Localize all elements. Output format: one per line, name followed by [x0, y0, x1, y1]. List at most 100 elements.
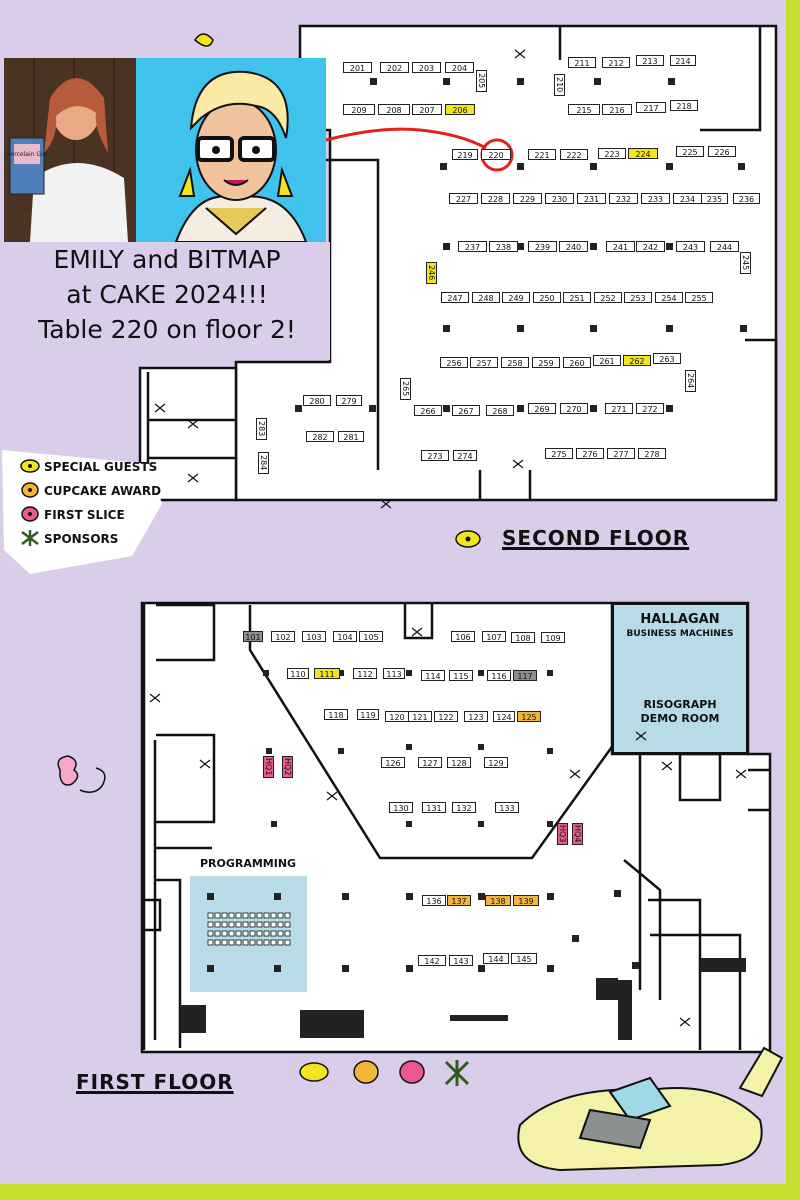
- booth-table-223: 223: [598, 148, 626, 159]
- booth-table-231: 231: [577, 193, 606, 204]
- booth-table-119: 119: [357, 709, 379, 720]
- accent-stripe-right: [786, 0, 800, 1200]
- booth-table-113: 113: [383, 668, 405, 679]
- booth-table-139: 139: [513, 895, 539, 906]
- booth-table-115: 115: [449, 670, 473, 681]
- booth-table-248: 248: [472, 292, 500, 303]
- booth-table-109: 109: [541, 632, 565, 643]
- booth-table-267: 267: [452, 405, 480, 416]
- booth-table-221: 221: [528, 149, 556, 160]
- booth-table-261: 261: [593, 355, 621, 366]
- booth-table-284: 284: [258, 452, 269, 474]
- booth-table-105: 105: [359, 631, 383, 642]
- booth-table-117: 117: [513, 670, 537, 681]
- booth-table-246: 246: [426, 262, 437, 284]
- booth-table-136: 136: [422, 895, 446, 906]
- booth-table-268: 268: [486, 405, 514, 416]
- booth-table-145: 145: [511, 953, 537, 964]
- booth-table-203: 203: [412, 62, 441, 73]
- booth-table-132: 132: [452, 802, 476, 813]
- booth-table-280: 280: [303, 395, 331, 406]
- booth-table-hq2: HQ2: [282, 756, 293, 778]
- booth-table-273: 273: [421, 450, 449, 461]
- booth-table-240: 240: [559, 241, 588, 252]
- booth-table-130: 130: [389, 802, 413, 813]
- booth-table-133: 133: [495, 802, 519, 813]
- booth-table-227: 227: [449, 193, 478, 204]
- booth-table-123: 123: [464, 711, 488, 722]
- booth-table-253: 253: [624, 292, 652, 303]
- room-label-hallagan: HALLAGAN: [640, 612, 720, 627]
- booth-table-260: 260: [563, 357, 591, 368]
- booth-table-126: 126: [381, 757, 405, 768]
- room-label-demo-room: DEMO ROOM: [640, 712, 720, 725]
- book-cover-title: Porcelain Girl: [7, 151, 47, 158]
- booth-table-143: 143: [449, 955, 473, 966]
- booth-table-234: 234: [673, 193, 702, 204]
- booth-table-209: 209: [343, 104, 375, 115]
- booth-table-277: 277: [607, 448, 635, 459]
- booth-table-265: 265: [400, 378, 411, 400]
- booth-table-210: 210: [554, 74, 565, 96]
- photo-emily: Porcelain Girl: [4, 58, 136, 242]
- legend-sponsors: SPONSORS: [44, 532, 119, 546]
- booth-table-102: 102: [271, 631, 295, 642]
- booth-table-235: 235: [701, 193, 728, 204]
- booth-table-220: 220: [481, 149, 511, 160]
- booth-table-233: 233: [641, 193, 670, 204]
- booth-table-247: 247: [441, 292, 469, 303]
- booth-table-125: 125: [517, 711, 541, 722]
- booth-table-106: 106: [451, 631, 475, 642]
- booth-table-226: 226: [708, 146, 736, 157]
- booth-table-108: 108: [511, 632, 535, 643]
- booth-table-282: 282: [306, 431, 334, 442]
- caption-line-2: at CAKE 2024!!!: [66, 280, 268, 309]
- booth-table-229: 229: [513, 193, 542, 204]
- booth-table-219: 219: [452, 149, 478, 160]
- booth-table-237: 237: [458, 241, 487, 252]
- booth-table-131: 131: [422, 802, 446, 813]
- booth-table-255: 255: [685, 292, 713, 303]
- booth-table-281: 281: [338, 431, 364, 442]
- booth-table-218: 218: [670, 100, 698, 111]
- room-label-business-machines: BUSINESS MACHINES: [626, 629, 734, 639]
- booth-table-271: 271: [605, 403, 633, 414]
- booth-table-251: 251: [563, 292, 591, 303]
- flower-icon-floor-two: [455, 530, 481, 548]
- booth-table-283: 283: [256, 418, 267, 440]
- booth-table-252: 252: [594, 292, 622, 303]
- booth-table-279: 279: [336, 395, 362, 406]
- floor-title-first: FIRST FLOOR: [76, 1070, 234, 1094]
- booth-table-128: 128: [447, 757, 471, 768]
- booth-table-216: 216: [602, 104, 632, 115]
- booth-table-104: 104: [333, 631, 357, 642]
- booth-table-278: 278: [638, 448, 666, 459]
- booth-table-107: 107: [482, 631, 506, 642]
- booth-table-110: 110: [287, 668, 309, 679]
- caption-line-3: Table 220 on floor 2!: [38, 315, 296, 344]
- booth-table-275: 275: [545, 448, 573, 459]
- room-label-risograph: RISOGRAPH: [643, 698, 717, 711]
- booth-table-249: 249: [502, 292, 530, 303]
- booth-table-121: 121: [408, 711, 432, 722]
- booth-table-263: 263: [653, 353, 681, 364]
- flower-icon-first-slice: [21, 506, 39, 522]
- booth-table-266: 266: [414, 405, 442, 416]
- booth-table-243: 243: [676, 241, 705, 252]
- booth-table-202: 202: [380, 62, 409, 73]
- booth-table-215: 215: [568, 104, 600, 115]
- booth-table-214: 214: [670, 55, 696, 66]
- booth-table-238: 238: [489, 241, 518, 252]
- booth-table-208: 208: [378, 104, 410, 115]
- booth-table-129: 129: [484, 757, 508, 768]
- booth-table-257: 257: [470, 357, 498, 368]
- booth-table-207: 207: [412, 104, 442, 115]
- booth-table-hq4: HQ4: [572, 823, 583, 845]
- booth-table-225: 225: [676, 146, 704, 157]
- booth-table-262: 262: [623, 355, 651, 366]
- booth-table-256: 256: [440, 357, 468, 368]
- booth-table-137: 137: [447, 895, 471, 906]
- accent-stripe-bottom: [0, 1184, 800, 1200]
- booth-table-138: 138: [485, 895, 511, 906]
